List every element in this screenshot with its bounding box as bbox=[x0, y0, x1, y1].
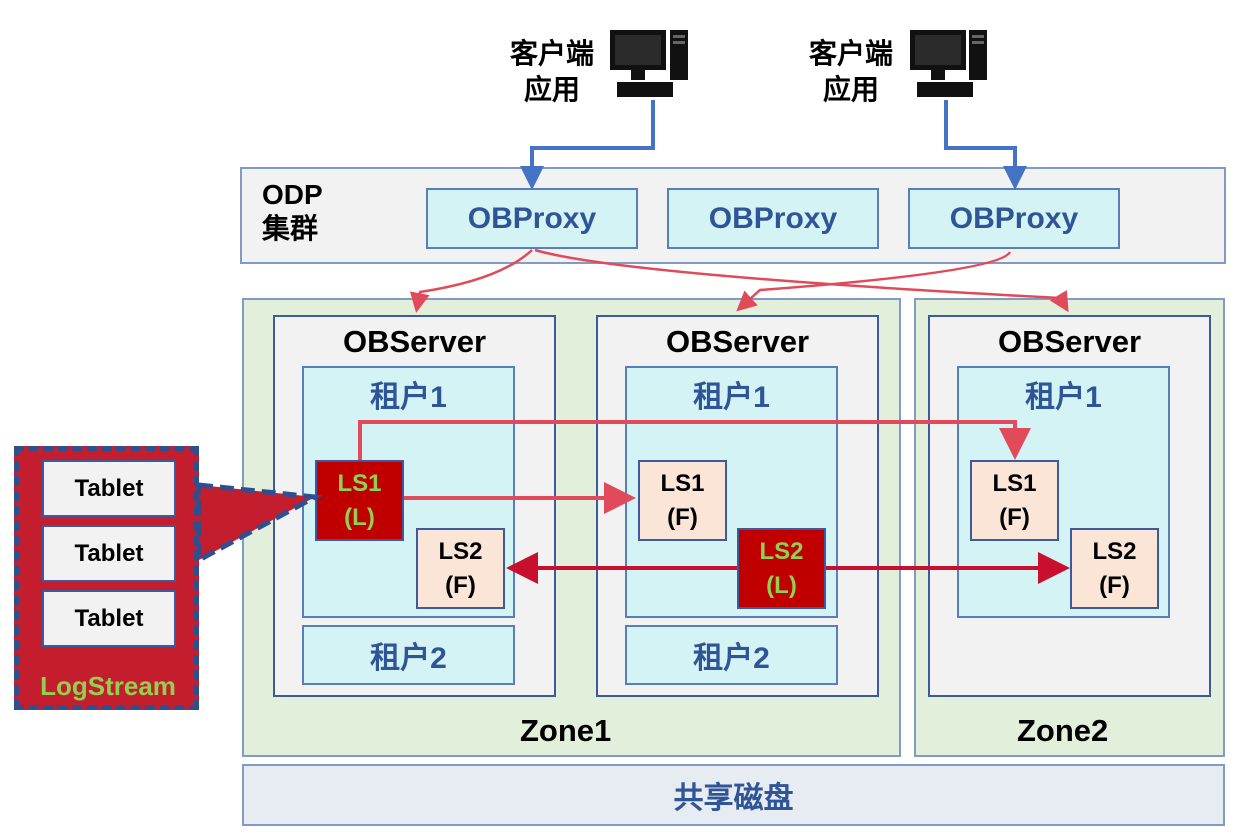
observer-1-ls1-leader[interactable]: LS1 (L) bbox=[315, 460, 404, 541]
ls-name: LS1 bbox=[660, 469, 705, 497]
ls-role: (F) bbox=[667, 503, 698, 531]
ls-name: LS1 bbox=[992, 469, 1037, 497]
ls-name: LS2 bbox=[759, 537, 804, 565]
observer-2-ls1-follower[interactable]: LS1 (F) bbox=[638, 460, 727, 541]
client-2-label-line2: 应用 bbox=[822, 74, 879, 105]
ls-role: (F) bbox=[999, 503, 1030, 531]
client-1-label: 客户端 应用 bbox=[497, 36, 607, 108]
observer-2-tenant2: 租户2 bbox=[625, 625, 838, 685]
observer-3-label: OBServer bbox=[997, 324, 1142, 359]
computer-icon-2 bbox=[910, 30, 987, 97]
client-2-label-line1: 客户端 bbox=[808, 38, 893, 69]
ls-name: LS2 bbox=[1092, 537, 1137, 565]
ls1-replication-to-zone2 bbox=[358, 420, 1031, 460]
proxy1-to-observer3 bbox=[534, 248, 1069, 313]
obproxy-3[interactable]: OBProxy bbox=[908, 188, 1120, 249]
client-1-label-line1: 客户端 bbox=[509, 38, 594, 69]
odp-label: ODP 集群 bbox=[262, 178, 323, 246]
client-2-link bbox=[944, 100, 1027, 190]
computer-icon-1 bbox=[610, 30, 688, 97]
ls-role: (L) bbox=[766, 571, 797, 599]
observer-1-tenant2-label: 租户2 bbox=[370, 642, 447, 675]
odp-label-line2: 集群 bbox=[262, 213, 319, 244]
observer-3-tenant1-label: 租户1 bbox=[1025, 381, 1102, 414]
observer-3-ls1-follower[interactable]: LS1 (F) bbox=[970, 460, 1059, 541]
tablet-1: Tablet bbox=[42, 460, 176, 517]
observer-1-ls2-follower[interactable]: LS2 (F) bbox=[416, 528, 505, 609]
client-1-link bbox=[520, 100, 655, 190]
proxy3-to-observer2 bbox=[736, 251, 1012, 312]
zone1-label: Zone1 bbox=[520, 713, 612, 748]
obproxy-2[interactable]: OBProxy bbox=[667, 188, 879, 249]
observer-2-tenant1-label: 租户1 bbox=[693, 381, 770, 414]
observer-2-label: OBServer bbox=[665, 324, 810, 359]
observer-1-tenant1-label: 租户1 bbox=[370, 381, 447, 414]
tablet-3: Tablet bbox=[42, 590, 176, 647]
logstream-label: LogStream bbox=[40, 670, 176, 701]
client-1-label-line2: 应用 bbox=[523, 74, 580, 105]
ls-role: (F) bbox=[1099, 571, 1130, 599]
ls-role: (L) bbox=[344, 503, 375, 531]
observer-1-label: OBServer bbox=[342, 324, 487, 359]
client-2-label: 客户端 应用 bbox=[796, 36, 906, 108]
ls-role: (F) bbox=[445, 571, 476, 599]
observer-2-tenant2-label: 租户2 bbox=[693, 642, 770, 675]
logstream-callout-pointer bbox=[196, 482, 324, 565]
ls-name: LS2 bbox=[438, 537, 483, 565]
observer-3-ls2-follower[interactable]: LS2 (F) bbox=[1070, 528, 1159, 609]
observer-2-ls2-leader[interactable]: LS2 (L) bbox=[737, 528, 826, 609]
observer-1-tenant2: 租户2 bbox=[302, 625, 515, 685]
ls-name: LS1 bbox=[337, 469, 382, 497]
proxy1-to-observer1 bbox=[409, 249, 533, 313]
tablet-2: Tablet bbox=[42, 525, 176, 582]
odp-label-line1: ODP bbox=[262, 179, 323, 210]
zone2-label: Zone2 bbox=[1017, 713, 1109, 748]
shared-disk: 共享磁盘 bbox=[242, 764, 1225, 826]
